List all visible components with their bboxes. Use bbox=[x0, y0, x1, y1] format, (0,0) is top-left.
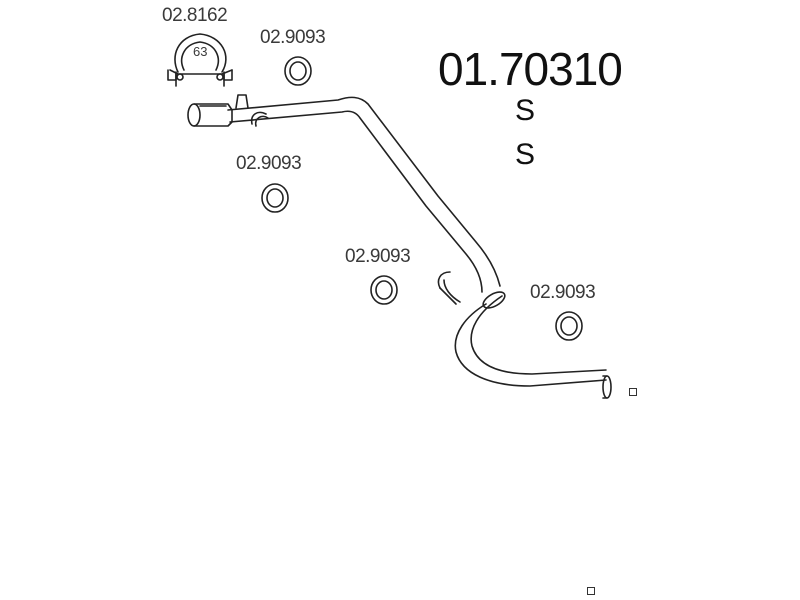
square-marker-2 bbox=[587, 587, 595, 595]
exhaust-pipe bbox=[187, 94, 612, 399]
part-number: 01.70310 bbox=[438, 43, 623, 95]
marker-s-1: S bbox=[515, 94, 536, 127]
gasket-ring-4 bbox=[555, 311, 583, 341]
square-marker-1 bbox=[629, 388, 637, 396]
clamp-code-label: 02.8162 bbox=[162, 5, 228, 26]
marker-s-2: S bbox=[515, 138, 536, 171]
gasket-ring-3 bbox=[370, 275, 398, 305]
gasket-code-label-1: 02.9093 bbox=[260, 27, 326, 48]
clamp-size-label: 63 bbox=[193, 44, 208, 59]
gasket-code-label-4: 02.9093 bbox=[530, 282, 596, 303]
gasket-code-label-2: 02.9093 bbox=[236, 153, 302, 174]
gasket-code-label-3: 02.9093 bbox=[345, 246, 411, 267]
gasket-ring-1 bbox=[284, 56, 312, 86]
clamp-drawing bbox=[167, 33, 233, 87]
gasket-ring-2 bbox=[261, 183, 289, 213]
